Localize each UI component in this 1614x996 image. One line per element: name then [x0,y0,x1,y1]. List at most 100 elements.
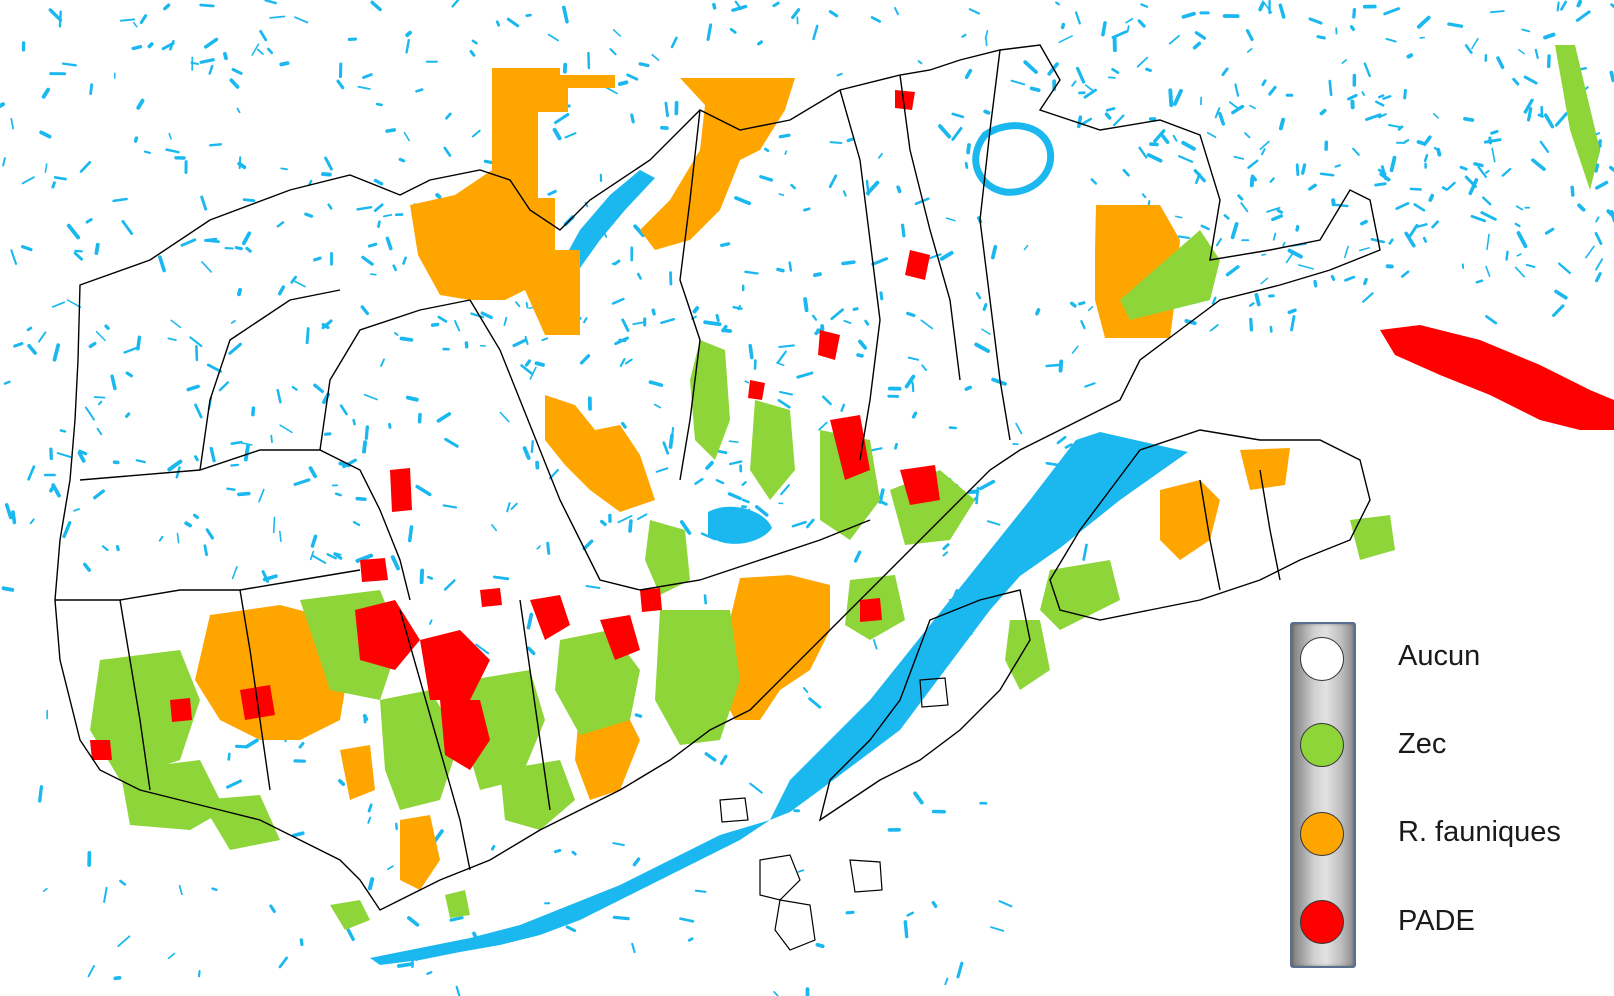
water-feature [879,291,884,301]
water-feature [1225,265,1240,277]
water-feature [633,224,646,238]
water-feature [906,911,914,917]
water-feature [547,189,557,196]
water-feature [1010,79,1026,86]
water-feature [209,446,216,463]
water-feature [662,441,670,455]
water-feature [813,272,822,278]
water-feature [1537,113,1544,118]
water-feature [363,393,378,401]
water-feature [167,337,177,342]
water-feature [21,176,35,185]
water-feature [651,308,656,316]
water-feature [1206,131,1217,138]
water-feature [321,322,330,330]
water-feature [1543,113,1555,129]
water-feature [367,877,375,891]
water-feature [811,314,818,321]
water-feature [617,80,629,86]
water-feature [1301,163,1307,175]
water-feature [1209,324,1219,332]
water-feature [279,424,293,434]
water-feature [96,427,103,436]
water-feature [158,255,166,273]
water-feature [651,53,660,61]
water-feature [571,850,577,856]
water-feature [945,217,956,222]
water-feature [346,928,355,941]
water-feature [51,483,61,498]
water-feature [585,585,601,589]
water-feature [89,83,93,95]
water-feature [388,422,392,429]
water-feature [1463,116,1475,122]
water-feature [1516,231,1528,249]
water-feature [1406,53,1414,59]
water-feature [1595,258,1604,271]
water-feature [442,504,458,509]
water-feature [715,313,720,322]
estuary-water [770,432,1188,820]
water-feature [361,255,374,266]
water-feature [1334,164,1341,168]
water-feature [426,575,434,580]
water-feature [480,311,493,320]
water-feature [1516,253,1522,257]
water-feature [612,915,630,921]
water-feature [840,403,846,412]
water-feature [178,884,183,896]
water-feature [360,305,370,316]
water-feature [777,399,791,409]
water-feature [815,942,825,949]
water-feature [1523,98,1534,114]
water-feature [1245,29,1254,42]
water-feature [1349,25,1355,31]
legend-swatch-zec [1300,723,1344,767]
water-feature [58,10,62,28]
water-feature [131,45,143,51]
water-feature [1104,112,1112,120]
water-feature [1606,209,1614,220]
water-feature [163,3,171,11]
water-feature [490,844,496,851]
water-feature [763,147,770,153]
water-feature [1211,296,1217,305]
water-feature [189,336,203,348]
water-feature [624,358,633,365]
water-feature [1221,67,1229,77]
water-feature [169,39,175,51]
water-feature [373,203,384,213]
water-feature [1111,30,1128,39]
water-feature [29,518,35,525]
water-feature [226,487,236,491]
water-feature [961,33,967,38]
water-feature [229,78,240,89]
water-feature [206,363,223,373]
water-feature [399,336,414,342]
water-feature [1077,115,1083,129]
water-feature [405,30,412,38]
water-feature [324,156,333,171]
water-feature [871,257,889,266]
water-feature [1,586,15,592]
water-feature [280,167,288,171]
water-feature [1168,34,1180,45]
water-feature [1177,235,1191,239]
water-feature [900,223,906,238]
water-feature [443,579,456,591]
water-feature [734,196,752,206]
water-feature [49,485,55,493]
water-feature [243,443,250,462]
water-feature [1084,382,1096,388]
water-feature [218,381,230,392]
water-feature [251,43,260,56]
water-feature [964,68,973,79]
water-feature [944,977,949,986]
water-feature [776,350,787,364]
water-feature [10,249,18,265]
water-feature [471,129,481,138]
water-feature [1111,67,1120,74]
water-feature [582,539,594,551]
water-feature [1319,172,1335,177]
water-feature [308,179,313,186]
